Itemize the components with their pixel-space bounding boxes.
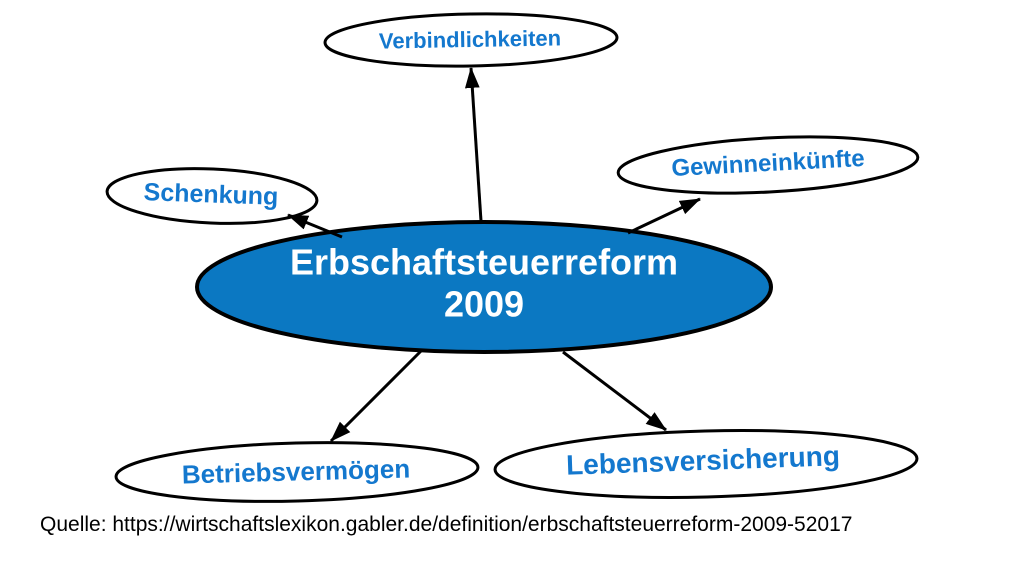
source-caption: Quelle: https://wirtschaftslexikon.gable… — [40, 513, 853, 536]
center-node-ellipse[interactable] — [195, 220, 773, 354]
center-node-label-line1: Erbschaftsteuerreform — [289, 241, 679, 283]
center-node-label-line2: 2009 — [443, 284, 525, 325]
node-ellipse-verbindlichkeiten[interactable] — [323, 11, 619, 68]
arrow-center-to-verbindlichkeiten — [464, 66, 483, 222]
node-ellipse-betriebsvermoegen[interactable] — [114, 438, 480, 505]
center-node-label[interactable]: Erbschaftsteuerreform 2009 — [290, 242, 678, 327]
arrow-center-to-schenkung — [287, 213, 343, 239]
node-ellipse-gewinneinkuenfte[interactable] — [616, 130, 920, 200]
node-ellipse-lebensversicherung[interactable] — [493, 425, 919, 502]
arrow-center-to-gewinneinkuenfte — [627, 197, 701, 235]
arrow-center-to-lebensversicherung — [562, 350, 667, 432]
arrow-center-to-betriebsvermoegen — [329, 349, 423, 443]
node-label-schenkung[interactable]: Schenkung — [143, 178, 279, 211]
node-label-betriebsvermoegen[interactable]: Betriebsvermögen — [181, 453, 411, 490]
node-label-verbindlichkeiten[interactable]: Verbindlichkeiten — [378, 25, 562, 54]
node-ellipse-schenkung[interactable] — [105, 164, 319, 227]
